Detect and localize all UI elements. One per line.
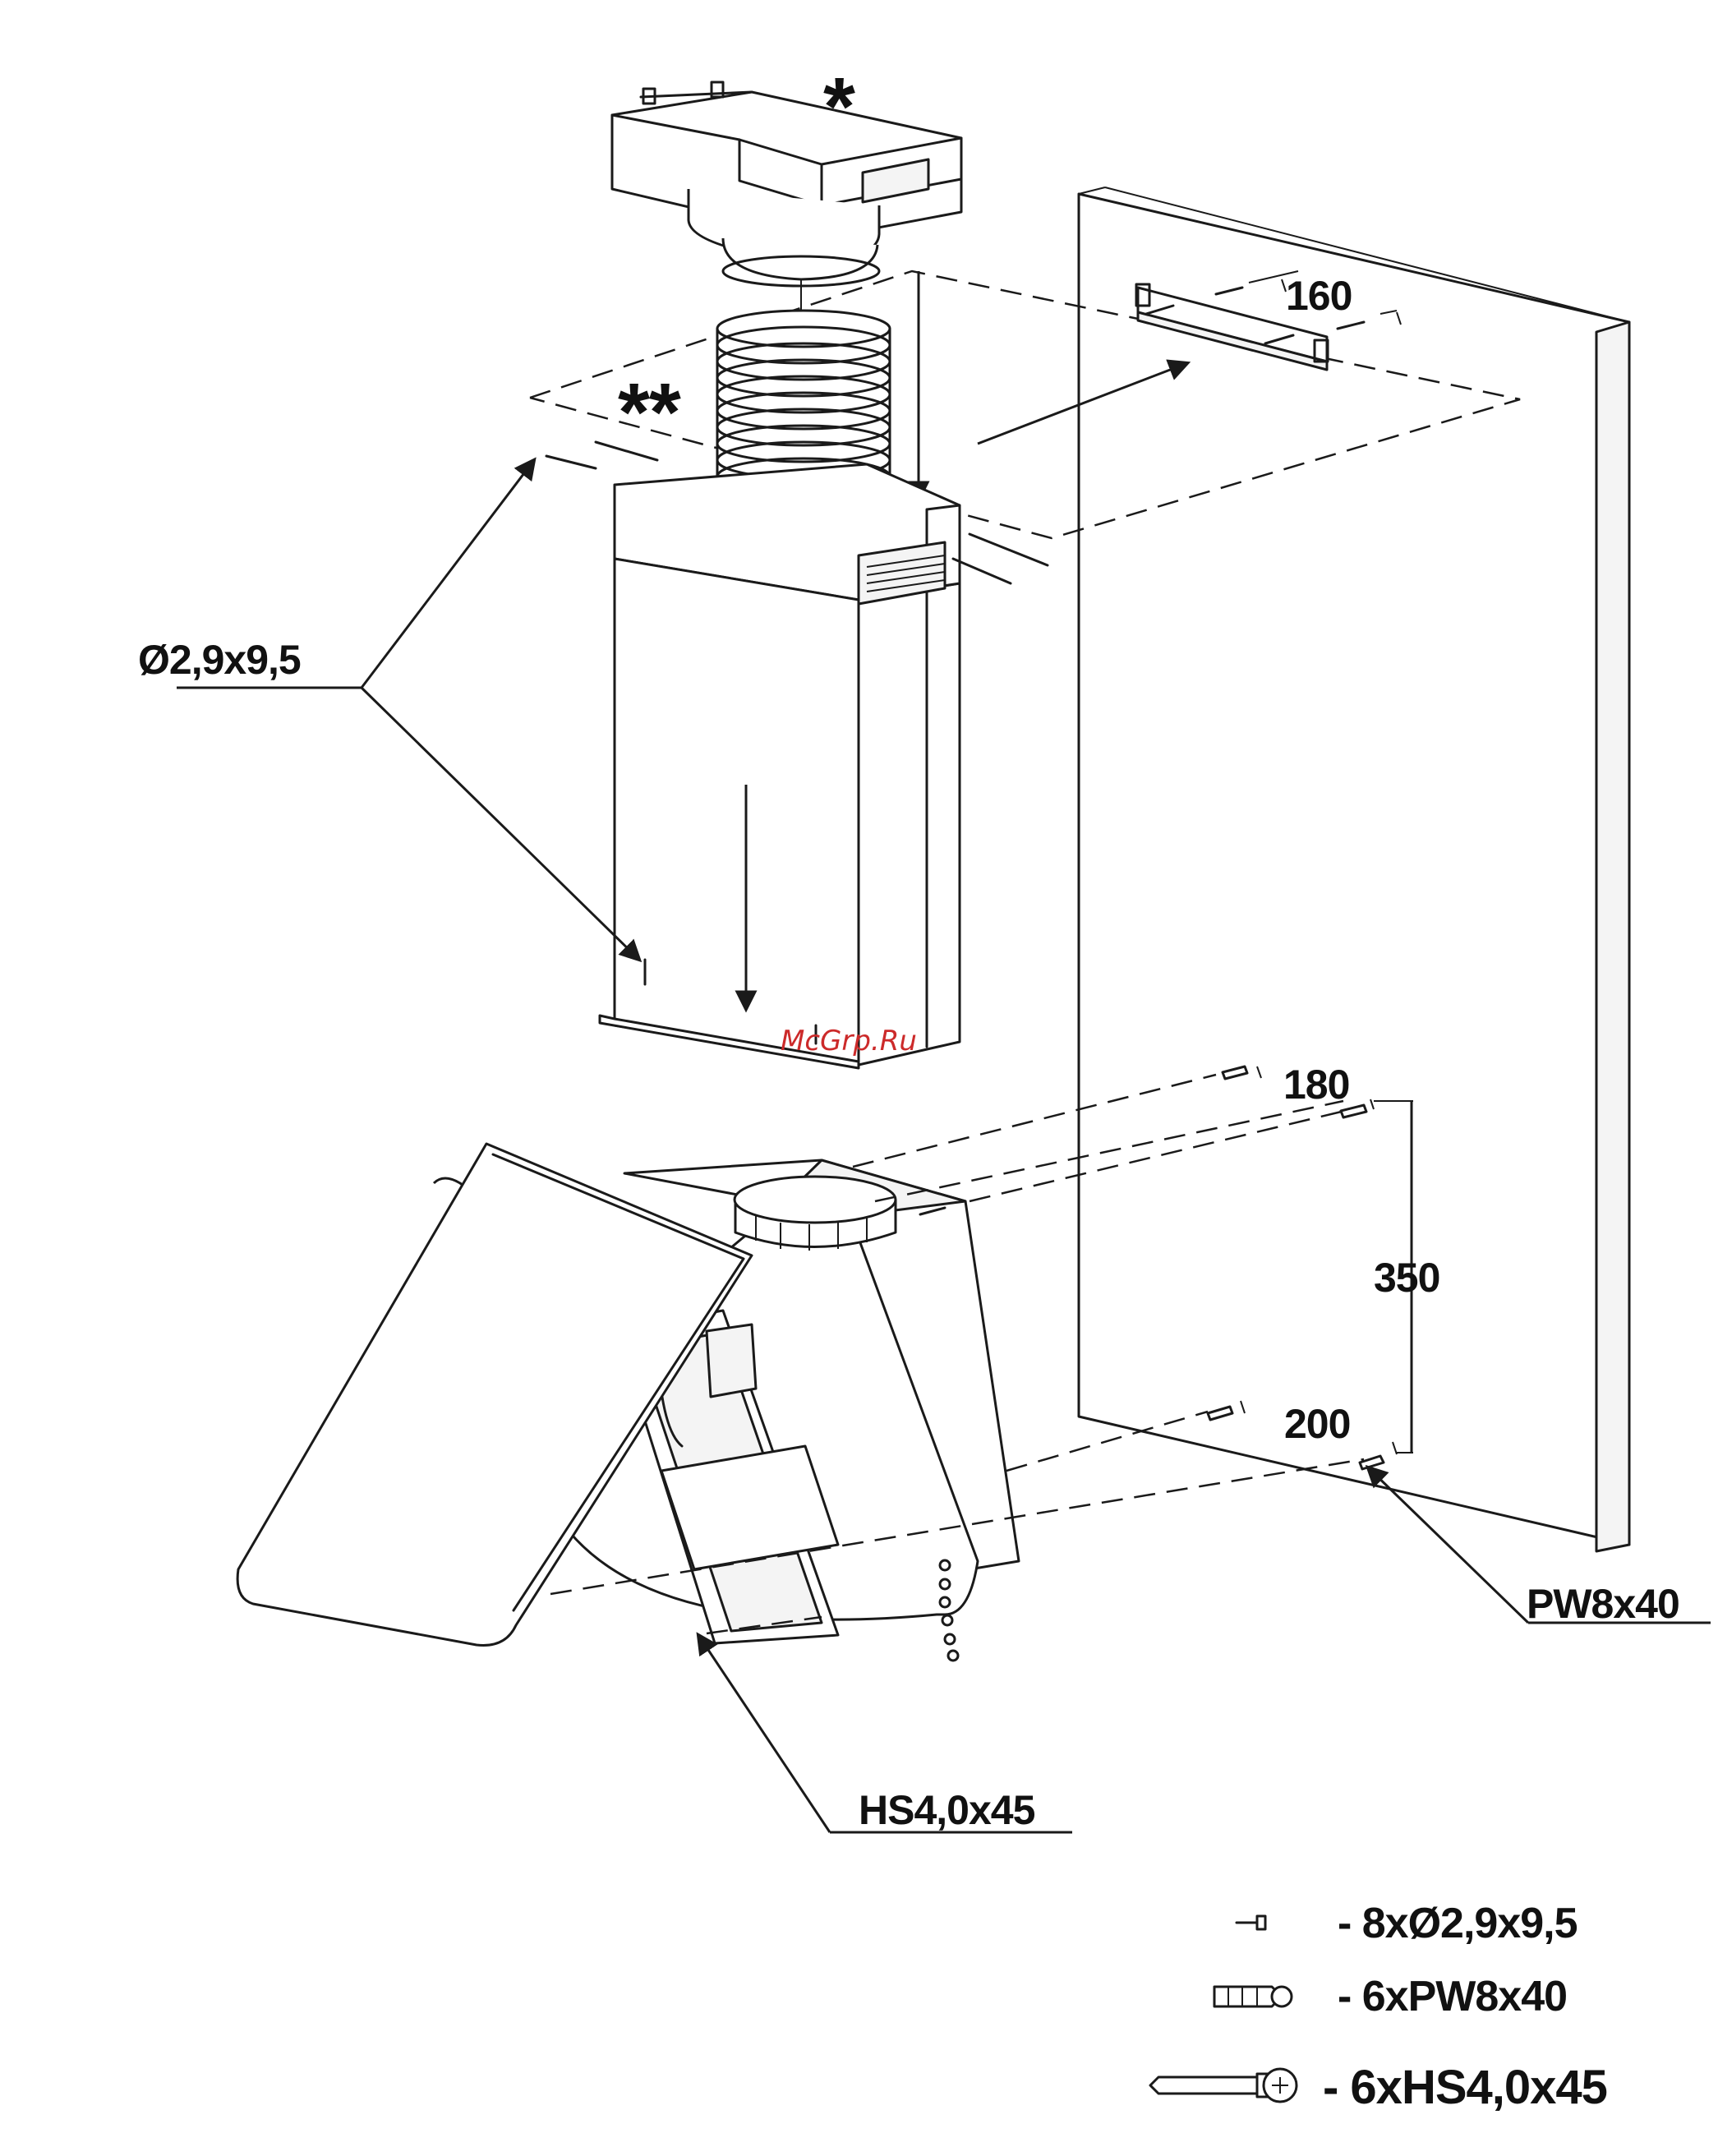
long-screw-icon (1150, 2069, 1297, 2102)
air-deflector-box (612, 82, 961, 286)
watermark: McGrp.Ru (781, 1027, 917, 1055)
dimension-350: 350 (1374, 1257, 1439, 1298)
dimension-160: 160 (1286, 275, 1352, 316)
chimney-cover (600, 464, 960, 1068)
dimension-180: 180 (1283, 1064, 1349, 1105)
screw-leader-lines (177, 460, 639, 960)
wall-plug-icon (1214, 1987, 1292, 2006)
parts-list-item-long-screw: - 6xHS4,0x45 (1323, 2064, 1607, 2112)
dimension-200: 200 (1284, 1403, 1350, 1444)
label-wall-plug: PW8x40 (1527, 1583, 1679, 1624)
label-deflector-marker: * (823, 66, 854, 148)
label-hose-marker: ** (618, 371, 680, 454)
label-chimney-screw: Ø2,9x9,5 (138, 639, 301, 680)
parts-list-item-wall-plug: - 6xPW8x40 (1338, 1975, 1567, 2018)
parts-list-item-small-screw: - 8xØ2,9x9,5 (1338, 1902, 1578, 1945)
wall-panel (1079, 187, 1629, 1551)
label-hood-screw: HS4,0x45 (859, 1790, 1034, 1831)
small-screw-icon (1237, 1916, 1265, 1929)
